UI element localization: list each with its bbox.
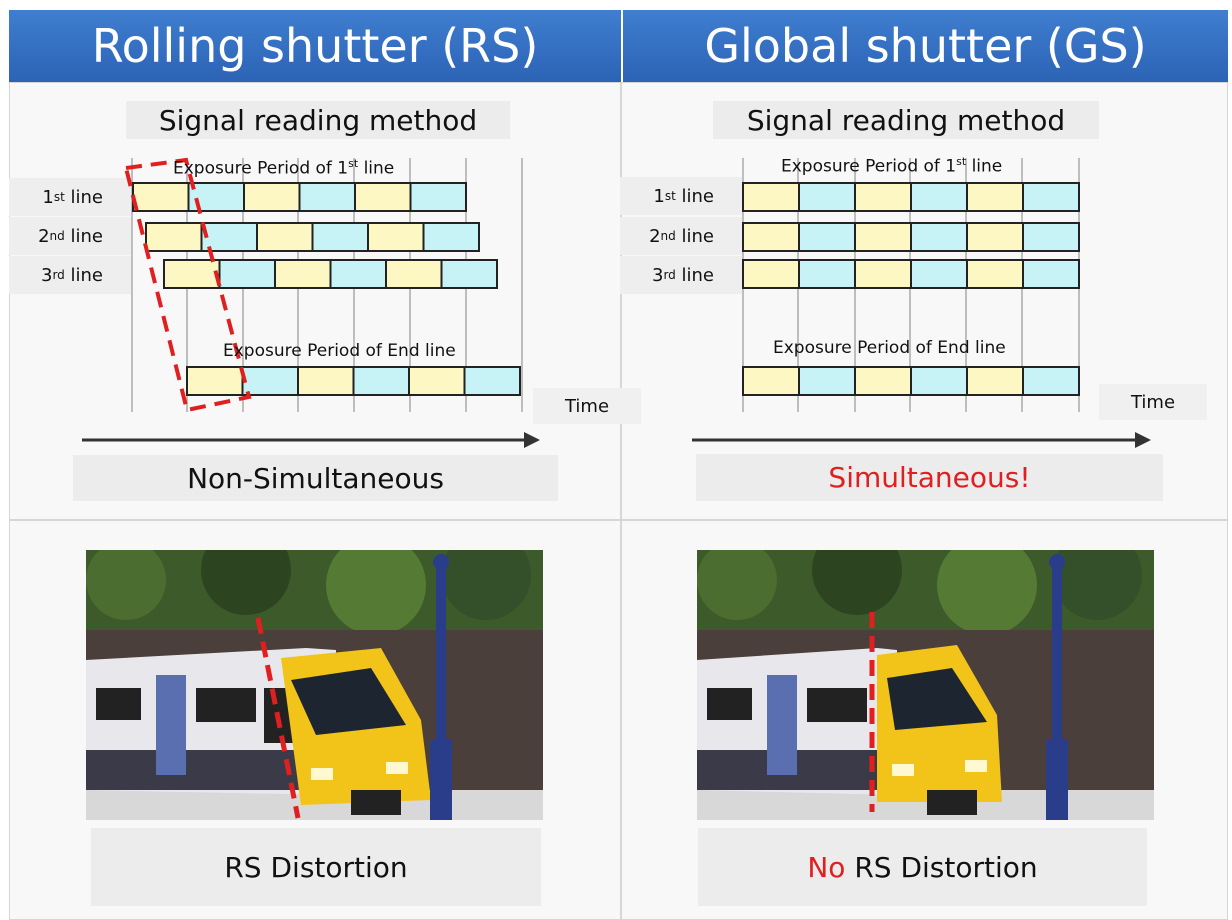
gs-caption-rest: RS Distortion	[845, 850, 1038, 884]
rs-exposure-cell	[132, 182, 190, 212]
gs-caption: No RS Distortion	[698, 828, 1147, 906]
gs-exposure-cell	[966, 182, 1024, 212]
gs-train-photo	[697, 550, 1154, 820]
rs-exposure-cell	[163, 259, 221, 289]
rs-time-label: Time	[533, 388, 641, 424]
gs-exposure-cell	[742, 222, 800, 252]
rs-exposure-cell	[385, 259, 443, 289]
rs-exposure-cell	[440, 259, 498, 289]
gs-caption-no: No	[807, 850, 846, 884]
rs-exposure-cell	[408, 366, 466, 396]
rs-exposure-cell	[463, 366, 521, 396]
gs-subtitle-text: Signal reading method	[746, 103, 1066, 137]
gs-exposure-cell	[798, 366, 856, 396]
rs-exposure-first-label: Exposure Period of 1st line	[173, 157, 395, 179]
gs-exposure-cell	[798, 182, 856, 212]
gs-time-label: Time	[1099, 384, 1207, 420]
rolling-shutter-header: Rolling shutter (RS)	[9, 10, 621, 82]
gs-exposure-cell	[854, 222, 912, 252]
rs-exposure-cell	[297, 366, 355, 396]
gs-exposure-cell	[742, 366, 800, 396]
gs-exposure-cell	[854, 366, 912, 396]
gs-exposure-cell	[966, 222, 1024, 252]
rs-exposure-cell	[256, 222, 314, 252]
rs-diagram-panel	[9, 82, 621, 520]
rs-exposure-cell	[422, 222, 480, 252]
gs-diagram-panel	[621, 82, 1228, 520]
gs-exposure-cell	[966, 259, 1024, 289]
rs-result-label: Non-Simultaneous	[73, 455, 558, 501]
gs-exposure-first-label: Exposure Period of 1st line	[781, 155, 1003, 177]
gs-header-text: Global shutter (GS)	[704, 19, 1147, 73]
gs-exposure-cell	[798, 222, 856, 252]
rs-exposure-cell	[241, 366, 299, 396]
rs-signal-reading-title: Signal reading method	[126, 101, 510, 139]
gs-exposure-cell	[854, 182, 912, 212]
rs-exposure-cell	[218, 259, 276, 289]
gs-time-arrow	[692, 432, 1151, 448]
gs-signal-reading-title: Signal reading method	[713, 101, 1099, 139]
gs-exposure-cell	[910, 259, 968, 289]
gs-exposure-cell	[854, 259, 912, 289]
rs-exposure-cell	[367, 222, 425, 252]
rs-exposure-cell	[186, 366, 244, 396]
rs-header-text: Rolling shutter (RS)	[91, 19, 539, 73]
rs-time-arrow	[82, 432, 540, 448]
rs-caption: RS Distortion	[91, 828, 541, 906]
rs-exposure-cell	[329, 259, 387, 289]
rs-readout-skew-box	[123, 157, 252, 413]
gs-exposure-end-label: Exposure Period of End line	[773, 338, 1006, 358]
rs-exposure-cell	[274, 259, 332, 289]
rs-exposure-cell	[298, 182, 356, 212]
gs-exposure-cell	[910, 182, 968, 212]
gs-exposure-bars	[742, 182, 1080, 396]
rs-exposure-cell	[145, 222, 203, 252]
rs-exposure-cell	[311, 222, 369, 252]
gs-result-label: Simultaneous!	[696, 454, 1163, 501]
gs-exposure-cell	[1022, 222, 1080, 252]
global-shutter-header: Global shutter (GS)	[623, 10, 1228, 82]
gs-exposure-cell	[1022, 182, 1080, 212]
gs-exposure-cell	[742, 182, 800, 212]
rs-exposure-cell	[409, 182, 467, 212]
gs-exposure-cell	[798, 259, 856, 289]
gs-exposure-cell	[1022, 366, 1080, 396]
gs-exposure-cell	[910, 222, 968, 252]
rs-exposure-end-label: Exposure Period of End line	[223, 341, 456, 361]
rs-exposure-cell	[243, 182, 301, 212]
rs-exposure-cell	[352, 366, 410, 396]
gs-exposure-cell	[966, 366, 1024, 396]
rs-train-photo	[86, 550, 543, 820]
rs-subtitle-text: Signal reading method	[158, 103, 478, 137]
gs-exposure-cell	[1022, 259, 1080, 289]
gs-exposure-cell	[910, 366, 968, 396]
rs-exposure-cell	[354, 182, 412, 212]
rs-exposure-bars	[132, 182, 521, 396]
gs-exposure-cell	[742, 259, 800, 289]
